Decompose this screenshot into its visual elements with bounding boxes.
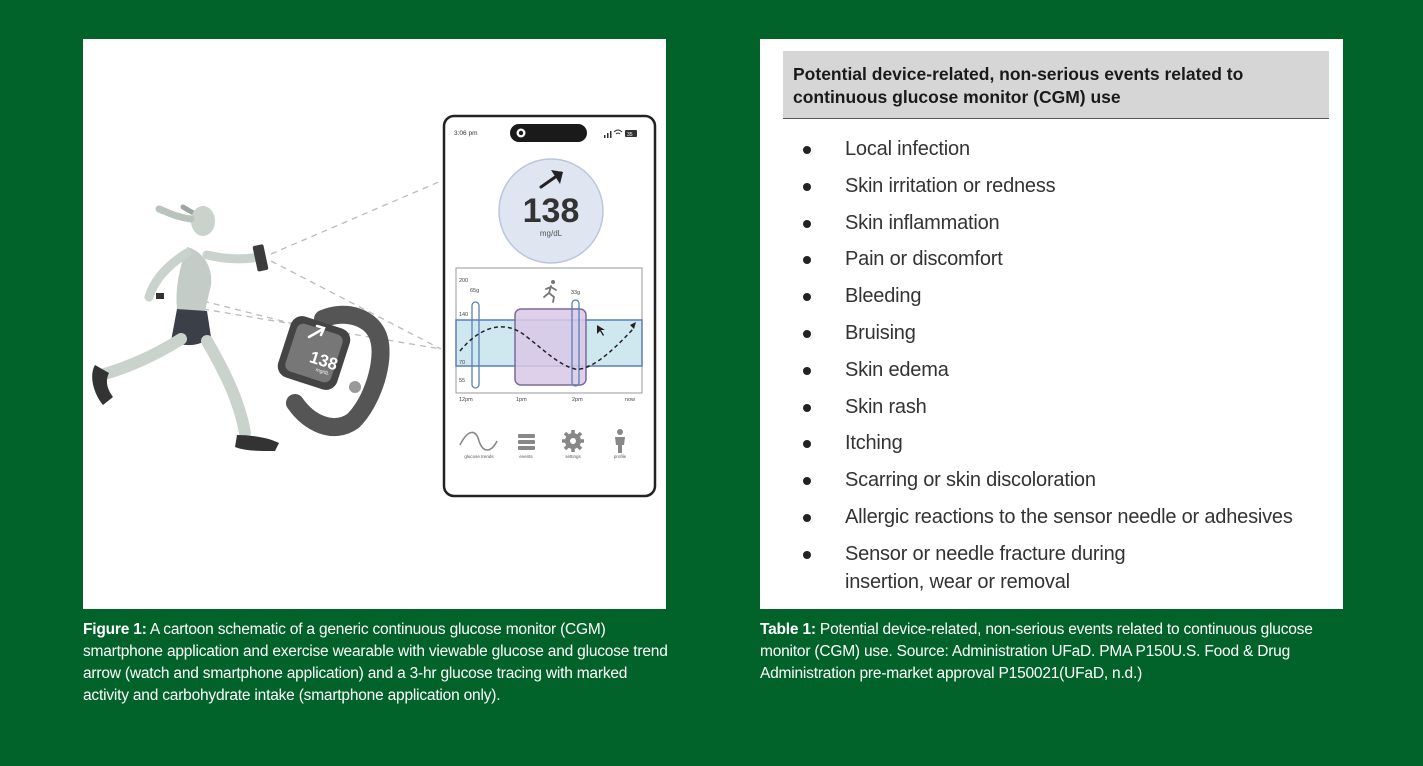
list-item-text: Bruising [845,321,916,344]
list-item: Pain or discomfort [800,245,1320,273]
bullet-icon [803,513,811,522]
figure-caption-label: Figure 1: [83,621,147,638]
table-header: Potential device-related, non-serious ev… [783,51,1329,119]
nav-settings[interactable]: settings [562,430,584,459]
glucose-gauge [498,158,604,264]
table-caption-label: Table 1: [760,621,816,638]
bullet-icon [803,403,811,412]
y-tick-55: 55 [459,378,465,384]
list-item-text: Sensor or needle fracture during inserti… [845,542,1126,593]
list-item: Local infection [800,135,1320,163]
table-panel: Potential device-related, non-serious ev… [760,39,1343,609]
phone-notch [510,124,587,142]
list-icon [518,434,535,450]
bullet-icon [803,256,811,265]
y-tick-200: 200 [459,278,468,284]
list-item-text: Allergic reactions to the sensor needle … [845,505,1293,528]
list-item: Itching [800,429,1320,457]
bullet-icon [803,329,811,338]
connector-lines [202,180,442,350]
phone-nav: glucose trends events [459,429,627,459]
figure-caption-text: A cartoon schematic of a generic continu… [83,621,668,704]
phone-glucose-unit: mg/dL [540,229,563,238]
wave-icon [459,431,498,451]
list-item-text: Bleeding [845,285,922,308]
phone-time: 3:06 pm [454,130,478,137]
nav-events[interactable]: events [518,434,535,459]
x-tick-12pm: 12pm [459,397,473,403]
list-item-text: Itching [845,432,903,455]
bullet-icon [803,219,811,228]
list-item-text: Scarring or skin discoloration [845,469,1096,492]
nav-profile[interactable]: profile [614,429,627,459]
cursor-icon [597,325,605,336]
list-item: Skin edema [800,356,1320,384]
bullet-icon [803,182,811,191]
y-tick-70: 70 [459,360,465,366]
nav-label-settings: settings [565,454,581,459]
bullet-icon [803,293,811,302]
list-item: Allergic reactions to the sensor needle … [800,503,1320,531]
bullet-icon [803,366,811,375]
runner-illustration [92,204,279,451]
watch-glucose-unit: mg/dL [315,367,330,377]
list-item-text: Skin irritation or redness [845,174,1056,197]
carb-label-right: 33g [571,290,580,296]
glucose-trace-line [459,326,634,370]
list-item: Bruising [800,319,1320,347]
signal-icon [604,131,612,138]
person-icon [615,429,625,453]
bullet-icon [803,477,811,486]
event-list: Local infection Skin irritation or redne… [800,135,1320,605]
list-item: Bleeding [800,282,1320,310]
activity-window [514,308,587,386]
nav-label-glucose-trends: glucose trends [464,454,494,459]
x-tick-2pm: 2pm [572,397,583,403]
wifi-icon [613,129,623,135]
x-tick-1pm: 1pm [516,397,527,403]
smartwatch-illustration: 138 mg/dL [277,305,390,436]
list-item: Sensor or needle fracture during inserti… [800,540,1205,596]
running-person-icon [543,280,557,303]
x-tick-now: now [625,397,635,403]
list-item-text: Skin edema [845,358,949,381]
battery-icon [625,130,637,137]
list-item: Scarring or skin discoloration [800,466,1320,494]
nav-label-profile: profile [614,454,627,459]
bullet-icon [803,146,811,154]
list-item: Skin inflammation [800,209,1320,237]
list-item: Skin irritation or redness [800,172,1320,200]
y-tick-140: 140 [459,312,468,318]
table-caption-text: Potential device-related, non-serious ev… [760,621,1313,682]
battery-level: 35 [627,132,633,138]
list-item-text: Local infection [845,138,970,160]
phone-glucose-value: 138 [523,192,580,230]
figure-panel: 138 mg/dL 3:06 pm 35 138 mg/dL [83,39,666,609]
bullet-icon [803,440,811,449]
nav-label-events: events [519,454,533,459]
carb-marker-right [571,299,580,387]
figure-caption: Figure 1: A cartoon schematic of a gener… [83,619,673,707]
carb-label-left: 65g [470,288,479,294]
table-caption: Table 1: Potential device-related, non-s… [760,619,1360,685]
nav-glucose-trends[interactable]: glucose trends [459,431,498,459]
carb-marker-left [471,301,480,389]
list-item-text: Pain or discomfort [845,248,1003,271]
smartphone-illustration: 3:06 pm 35 138 mg/dL [442,114,657,498]
list-item: Skin rash [800,393,1320,421]
list-item-text: Skin inflammation [845,211,1000,234]
gear-icon [562,430,584,452]
list-item-text: Skin rash [845,395,927,418]
bullet-icon [803,550,811,559]
cgm-schematic: 138 mg/dL 3:06 pm 35 138 mg/dL [92,114,657,498]
